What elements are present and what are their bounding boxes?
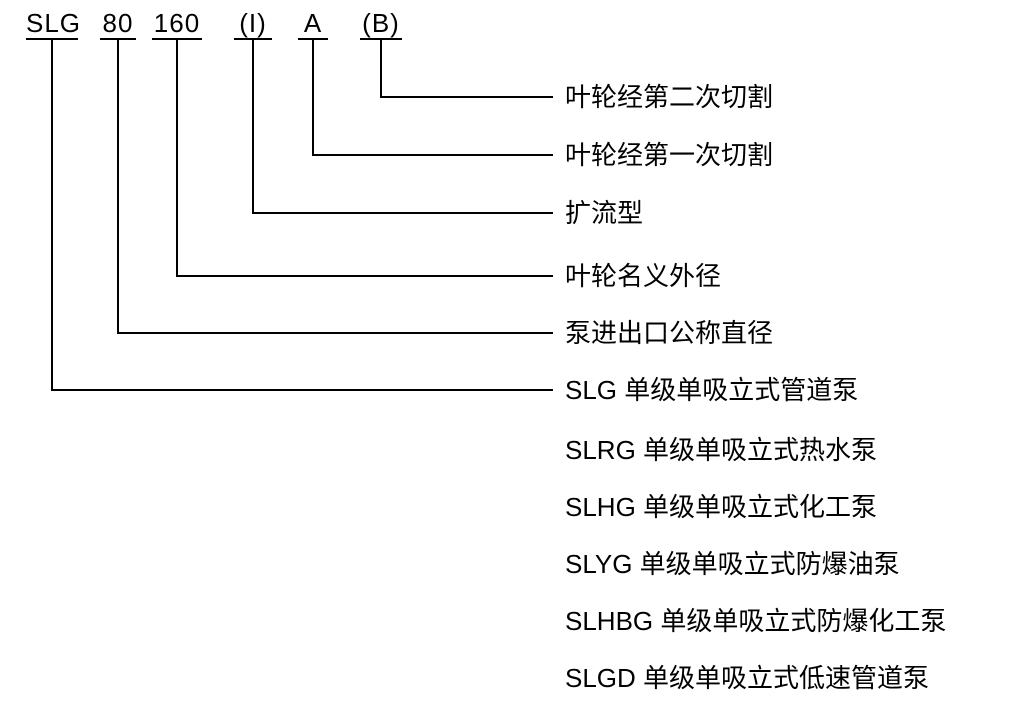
- leader-line-first-cut: [312, 40, 553, 156]
- code-segment-diffuser-type: (I): [234, 8, 272, 40]
- callout-label-diffuser-type: 扩流型: [565, 198, 644, 228]
- callout-label-impeller-diameter: 叶轮名义外径: [565, 261, 722, 291]
- variant-label-slhg: SLHG 单级单吸立式化工泵: [565, 492, 878, 522]
- leader-line-impeller-diameter: [176, 40, 553, 277]
- code-segment-second-cut: (B): [360, 8, 402, 40]
- leader-line-port-diameter: [117, 40, 553, 334]
- callout-label-series-slg: SLG 单级单吸立式管道泵: [565, 375, 859, 405]
- variant-label-slhbg: SLHBG 单级单吸立式防爆化工泵: [565, 606, 947, 636]
- code-segment-impeller-diameter: 160: [152, 8, 202, 40]
- variant-label-slyg: SLYG 单级单吸立式防爆油泵: [565, 549, 900, 579]
- leader-line-series-slg: [51, 40, 553, 391]
- leader-line-diffuser-type: [252, 40, 553, 214]
- callout-label-first-cut: 叶轮经第一次切割: [565, 140, 774, 170]
- callout-label-second-cut: 叶轮经第二次切割: [565, 82, 774, 112]
- leader-line-second-cut: [380, 40, 553, 98]
- variant-label-slrg: SLRG 单级单吸立式热水泵: [565, 435, 878, 465]
- variant-label-slgd: SLGD 单级单吸立式低速管道泵: [565, 663, 930, 693]
- callout-label-port-diameter: 泵进出口公称直径: [565, 318, 774, 348]
- code-segment-port-diameter: 80: [100, 8, 136, 40]
- code-segment-first-cut: A: [298, 8, 328, 40]
- code-segment-series: SLG: [26, 8, 82, 40]
